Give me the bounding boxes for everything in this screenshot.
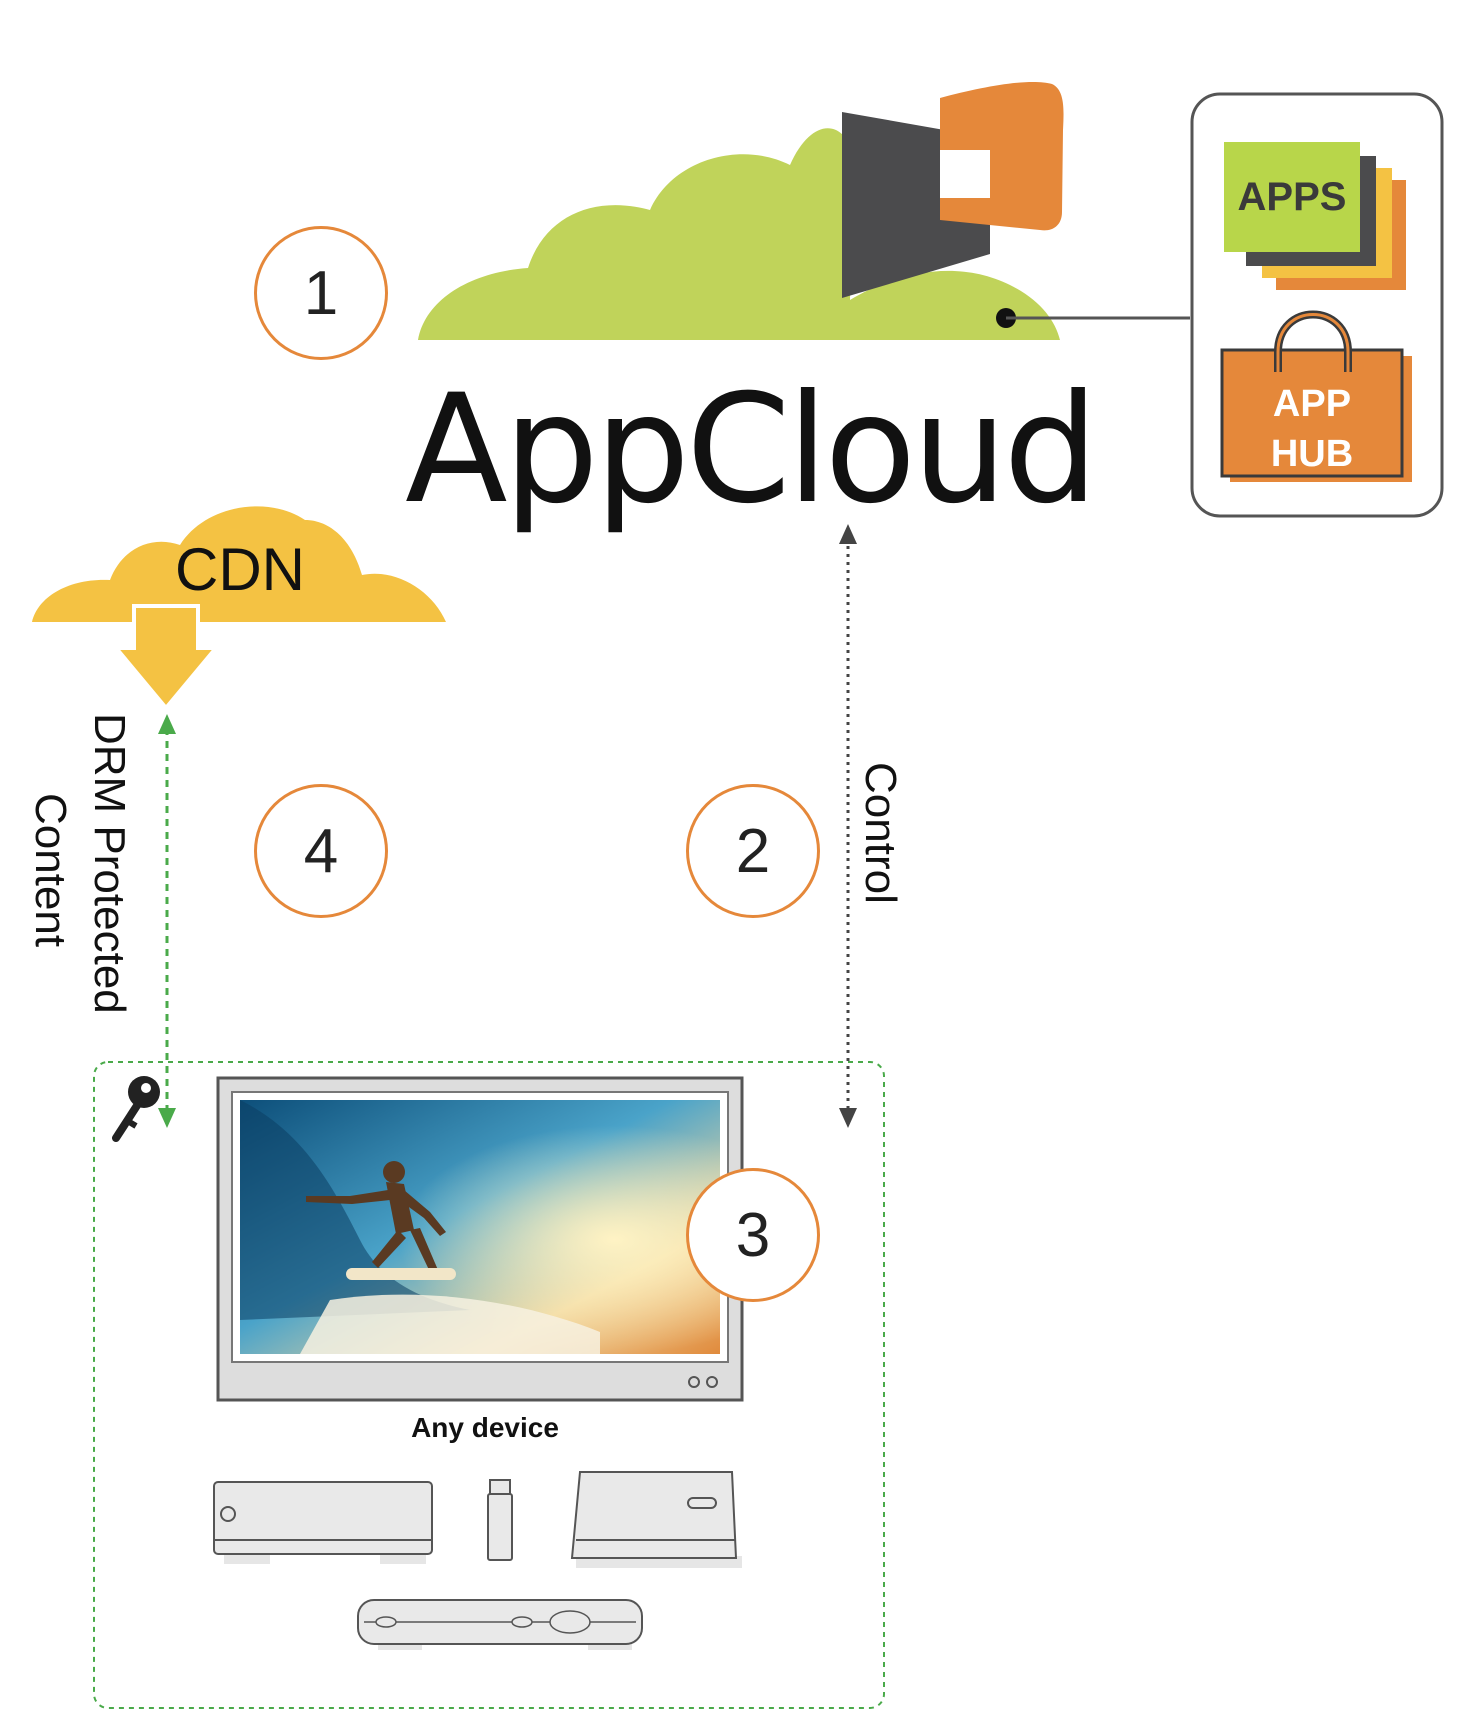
surfer-figure: [306, 1161, 446, 1272]
step-badge-4: 4: [254, 784, 388, 918]
step-badge-3: 3: [686, 1168, 820, 1302]
step-badge-2-number: 2: [735, 816, 771, 886]
drm-arrow-down: [158, 1108, 176, 1128]
usb-stick-icon: [487, 1479, 513, 1561]
appcloud-window-hole: [940, 150, 990, 198]
apps-label: APPS: [1237, 175, 1347, 219]
step-badge-1: 1: [254, 226, 388, 360]
set-top-box-icon: [213, 1481, 433, 1564]
cdn-download-arrow: [111, 604, 221, 712]
appcloud-cloud-shape: [418, 128, 1060, 340]
cdn-cloud-shape: [32, 506, 446, 622]
control-arrow-down: [839, 1108, 857, 1128]
surfboard: [346, 1268, 456, 1280]
device-caption: Any device: [411, 1412, 559, 1443]
tv-icon: [216, 1076, 744, 1402]
step-badge-3-number: 3: [735, 1200, 771, 1270]
drm-arrow-up: [158, 714, 176, 734]
step-badge-1-number: 1: [303, 258, 339, 328]
cdn-label: CDN: [175, 536, 305, 603]
control-arrow-up: [839, 524, 857, 544]
drm-label-line1: DRM Protected: [85, 713, 134, 1014]
app-hub-label-line2: HUB: [1270, 433, 1354, 475]
control-label: Control: [856, 762, 905, 904]
apps-tile: [1224, 142, 1360, 252]
step-badge-2: 2: [686, 784, 820, 918]
key-icon: [112, 1076, 160, 1142]
appcloud-wordmark: AppCloud: [405, 363, 1099, 537]
step-badge-4-number: 4: [303, 816, 339, 886]
slim-player-icon: [357, 1599, 643, 1650]
device-boundary: [93, 1061, 885, 1709]
app-hub-bag: [1220, 348, 1404, 478]
streaming-box-icon: [570, 1471, 742, 1568]
drm-label-line2: Content: [26, 793, 75, 948]
app-hub-label-line1: APP: [1272, 383, 1352, 425]
app-hub-bag-handle-inner: [1276, 313, 1350, 372]
